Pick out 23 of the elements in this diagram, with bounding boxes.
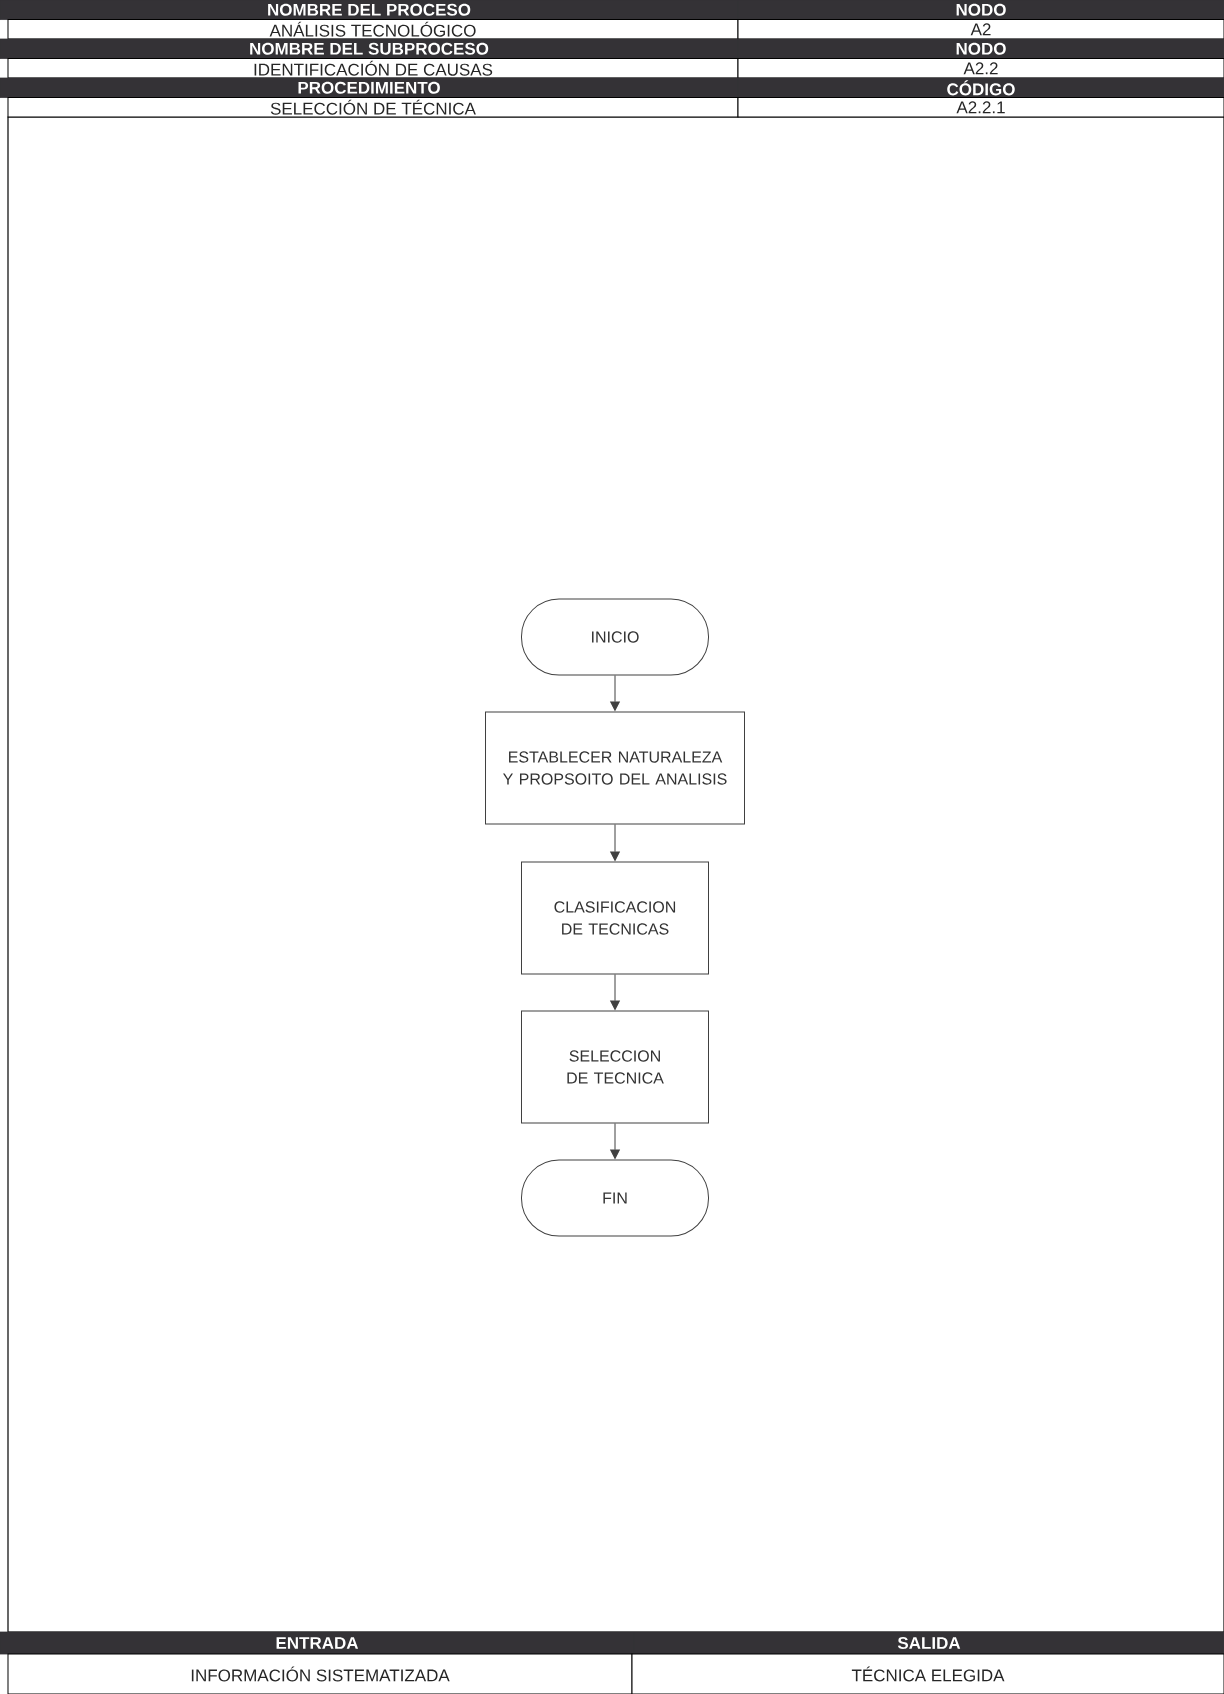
process-box: ESTABLECER NATURALEZA Y PROPSOITO DEL ANALISIS <box>485 711 745 825</box>
table-cell: A2.2.1 <box>737 97 1224 118</box>
arrow <box>610 675 620 711</box>
arrow <box>610 1123 620 1159</box>
table-header-cell: NOMBRE DEL PROCESO <box>0 0 739 20</box>
table-cell: A2.2 <box>737 58 1224 79</box>
process-box: CLASIFICACION DE TECNICAS <box>521 861 709 975</box>
table-header-cell: CÓDIGO <box>737 77 1224 98</box>
table-header-cell: PROCEDIMIENTO <box>0 77 739 98</box>
table-header-cell: NODO <box>737 38 1224 59</box>
arrow <box>610 824 620 861</box>
table-header-cell: ENTRADA <box>0 1631 635 1655</box>
arrow <box>610 974 620 1010</box>
table-cell: A2 <box>737 19 1224 40</box>
table-cell: SELECCIÓN DE TÉCNICA <box>7 97 739 118</box>
table-header-cell: NODO <box>737 0 1224 20</box>
process-box: SELECCION DE TECNICA <box>521 1010 709 1124</box>
table-cell: ANÁLISIS TECNOLÓGICO <box>7 19 739 40</box>
table-cell: TÉCNICA ELEGIDA <box>631 1653 1224 1694</box>
table-cell: INFORMACIÓN SISTEMATIZADA <box>7 1653 633 1694</box>
table-header-cell: NOMBRE DEL SUBPROCESO <box>0 38 739 59</box>
table-cell: IDENTIFICACIÓN DE CAUSAS <box>7 58 739 79</box>
table-header-cell: SALIDA <box>633 1631 1224 1655</box>
